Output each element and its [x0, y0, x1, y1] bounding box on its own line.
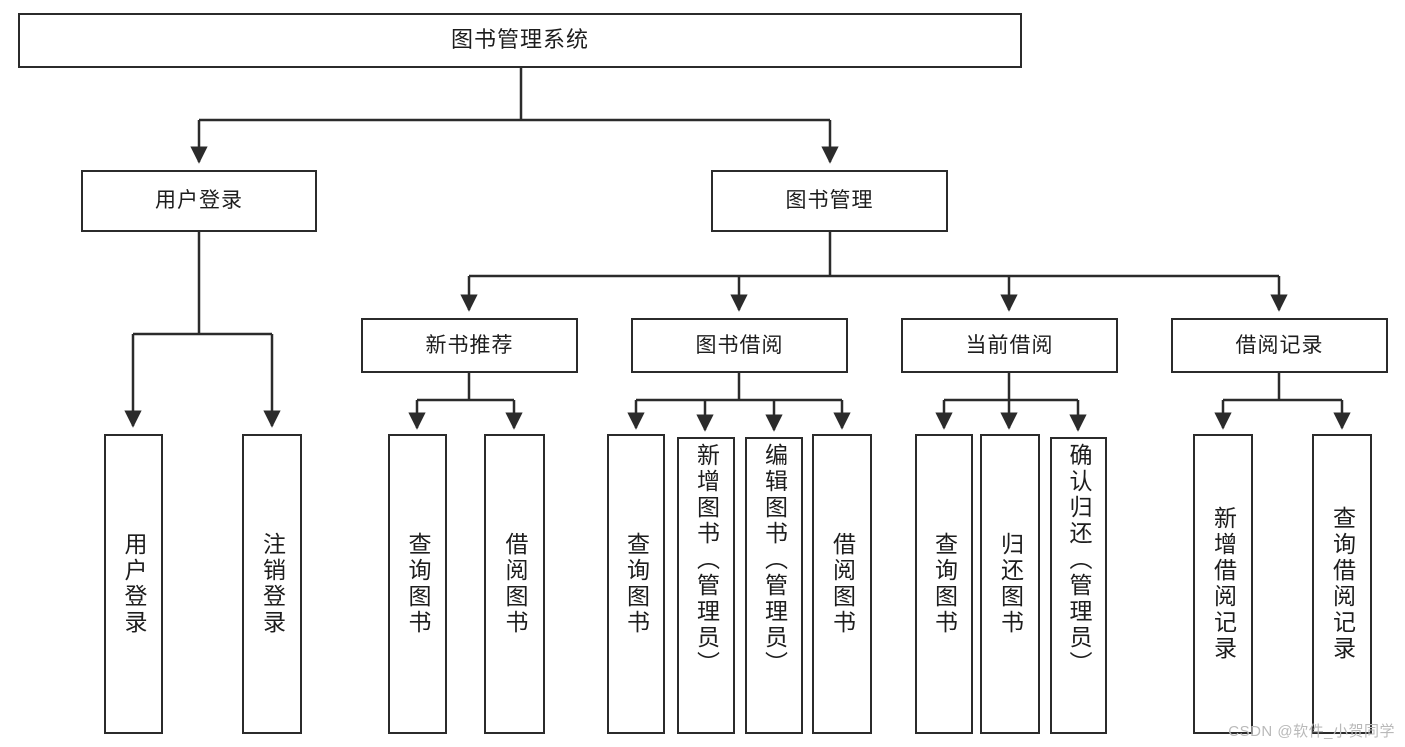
leaf-add-book-admin[interactable]: 新增图书（管理员）	[677, 437, 735, 734]
leaf-edit-book-admin[interactable]: 编辑图书（管理员）	[745, 437, 803, 734]
node-user-login[interactable]: 用户登录	[81, 170, 317, 232]
node-current-borrow[interactable]: 当前借阅	[901, 318, 1118, 373]
leaf-query-book-current[interactable]: 查询图书	[915, 434, 973, 734]
node-label: 确认归还（管理员）	[1066, 443, 1092, 677]
node-book-borrow[interactable]: 图书借阅	[631, 318, 848, 373]
leaf-logout[interactable]: 注销登录	[242, 434, 302, 734]
node-label: 注销登录	[259, 532, 286, 636]
node-label: 图书借阅	[695, 333, 784, 357]
leaf-user-login[interactable]: 用户登录	[104, 434, 163, 734]
node-label: 编辑图书（管理员）	[761, 443, 788, 677]
node-label: 图书管理系统	[450, 27, 589, 53]
csdn-watermark: CSDN @软件_小贺同学	[1228, 723, 1395, 740]
node-label: 新增图书（管理员）	[693, 443, 720, 677]
leaf-add-borrow-record[interactable]: 新增借阅记录	[1193, 434, 1253, 734]
node-label: 当前借阅	[965, 333, 1054, 357]
leaf-borrow-book[interactable]: 借阅图书	[812, 434, 872, 734]
node-borrow-record[interactable]: 借阅记录	[1171, 318, 1388, 373]
leaf-return-book[interactable]: 归还图书	[980, 434, 1040, 734]
node-label: 借阅图书	[502, 532, 528, 636]
leaf-query-borrow-record[interactable]: 查询借阅记录	[1312, 434, 1372, 734]
node-label: 新增借阅记录	[1210, 506, 1237, 662]
leaf-borrow-book-recommend[interactable]: 借阅图书	[484, 434, 545, 734]
node-label: 用户登录	[121, 532, 147, 636]
node-label: 归还图书	[997, 532, 1024, 636]
node-label: 用户登录	[155, 189, 243, 213]
node-new-book-recommend[interactable]: 新书推荐	[361, 318, 578, 373]
leaf-query-book-recommend[interactable]: 查询图书	[388, 434, 447, 734]
node-label: 借阅记录	[1235, 333, 1324, 357]
node-label: 借阅图书	[829, 532, 856, 636]
node-label: 查询图书	[623, 532, 650, 636]
node-label: 图书管理	[785, 189, 874, 213]
node-root-library-system[interactable]: 图书管理系统	[18, 13, 1022, 68]
node-label: 查询图书	[405, 532, 431, 636]
leaf-query-book-borrow[interactable]: 查询图书	[607, 434, 665, 734]
node-label: 新书推荐	[425, 333, 514, 357]
node-label: 查询图书	[931, 532, 958, 636]
node-label: 查询借阅记录	[1329, 506, 1356, 662]
node-book-management[interactable]: 图书管理	[711, 170, 948, 232]
leaf-confirm-return-admin[interactable]: 确认归还（管理员）	[1050, 437, 1107, 734]
